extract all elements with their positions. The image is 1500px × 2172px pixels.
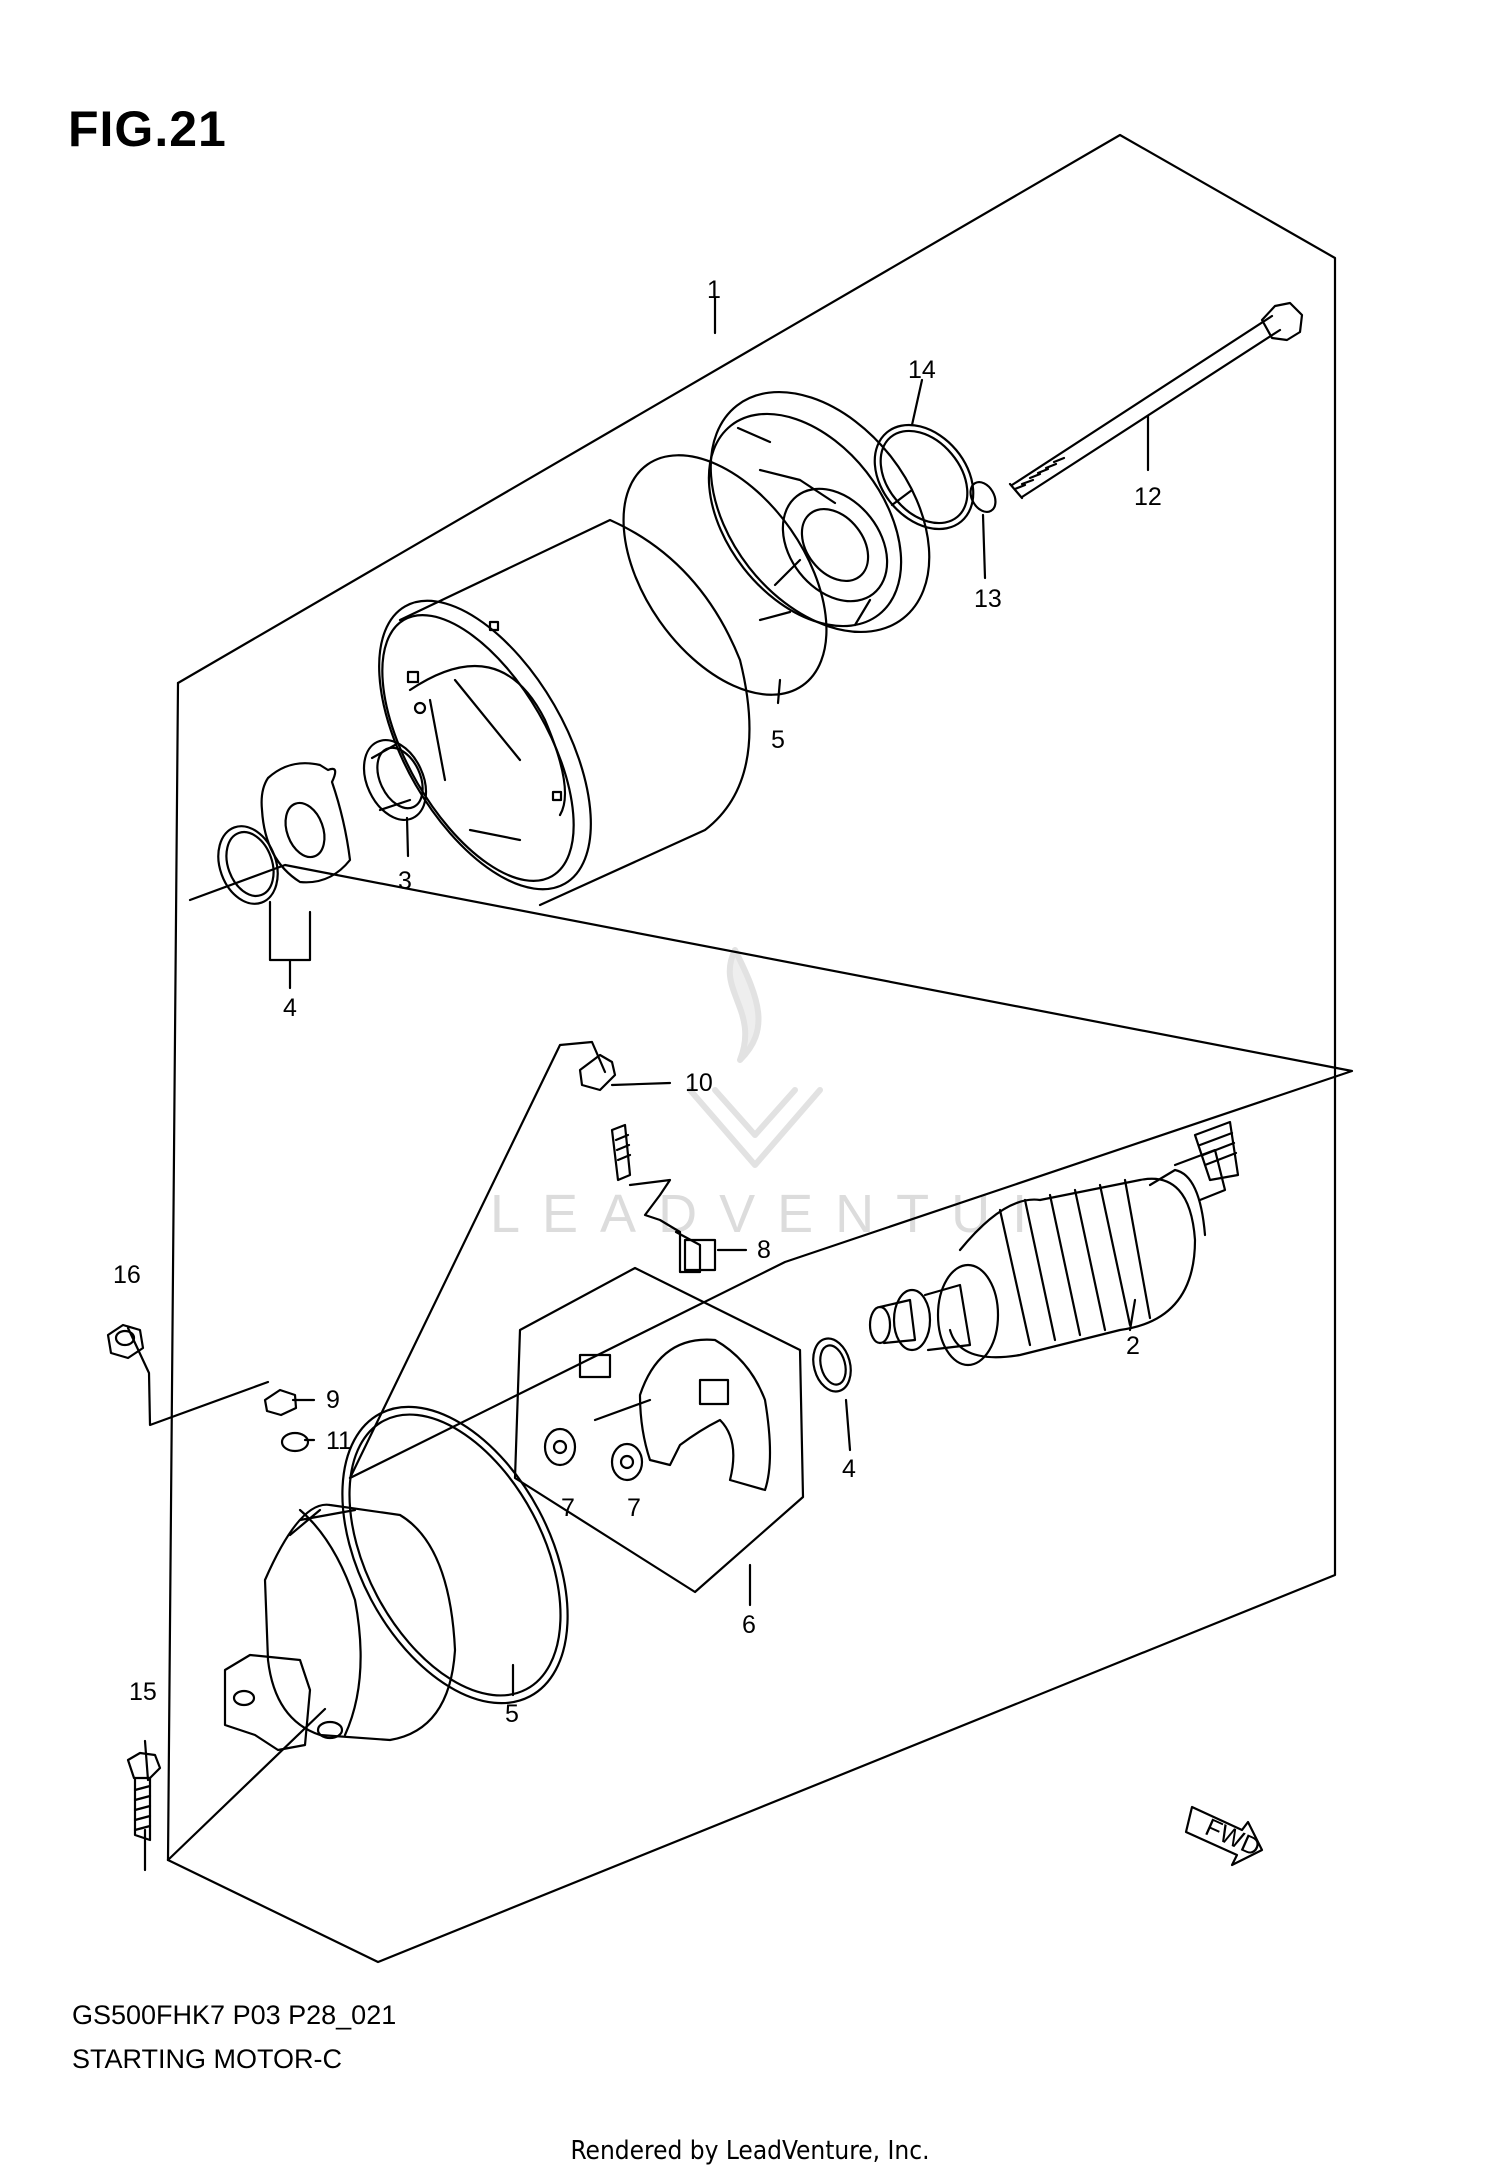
callout-7-a: 7 (561, 1494, 575, 1522)
callout-6: 6 (742, 1611, 756, 1639)
washer-11 (280, 1431, 310, 1453)
o-ring-5-upper (622, 454, 828, 696)
callout-7-b: 7 (627, 1494, 641, 1522)
callout-12: 12 (1134, 483, 1162, 511)
fwd-label: FWD (1201, 1813, 1264, 1862)
figure-title: FIG.21 (68, 101, 227, 157)
fwd-arrow-icon (1184, 1805, 1264, 1867)
leader-16 (126, 1326, 270, 1427)
spring-7a (543, 1427, 577, 1467)
leader-4b (844, 1398, 852, 1452)
washer-4-lower (812, 1337, 852, 1393)
end-cover-upper (707, 390, 931, 634)
callout-1: 1 (707, 276, 721, 304)
bolt-12 (1008, 301, 1304, 500)
spring-7b (610, 1442, 644, 1482)
callout-2: 2 (1126, 1332, 1140, 1360)
callout-9: 9 (326, 1386, 340, 1414)
leader-10 (610, 1081, 672, 1087)
callout-14: 14 (908, 356, 936, 384)
callout-5-lower: 5 (505, 1700, 519, 1728)
end-cover-lower (223, 1503, 457, 1752)
leader-13 (981, 513, 987, 580)
bearing-3 (362, 739, 428, 821)
bolt-15 (126, 1751, 162, 1842)
clip-10 (578, 1053, 617, 1092)
armature-2 (868, 1120, 1240, 1367)
leader-4a (268, 900, 312, 990)
callout-5-upper: 5 (771, 726, 785, 754)
o-ring-14 (873, 423, 975, 531)
callout-16: 16 (113, 1261, 141, 1289)
callout-labels: 1 14 12 13 5 3 4 10 8 16 9 11 2 4 7 7 6 … (113, 276, 1264, 1862)
motor-yoke (378, 518, 751, 907)
callout-11: 11 (326, 1427, 352, 1455)
callout-8: 8 (757, 1236, 771, 1264)
leader-14 (910, 378, 924, 427)
callout-4-lower: 4 (842, 1455, 856, 1483)
assembly-outline-upper (166, 133, 1337, 1964)
callout-10: 10 (685, 1069, 713, 1097)
brush-holder-box-6 (513, 1266, 805, 1594)
callout-15: 15 (129, 1678, 157, 1706)
figure-name: STARTING MOTOR-C (72, 2044, 342, 2074)
brush-holder-plate (578, 1338, 772, 1492)
brush-8 (610, 1123, 717, 1274)
leader-5a (776, 678, 782, 705)
leader-3 (405, 816, 410, 858)
callout-13: 13 (974, 585, 1002, 613)
assembly-outline-left (166, 681, 180, 1862)
watermark-text: LEADVENTUI (490, 1184, 1050, 1244)
watermark-logo (687, 947, 823, 1168)
leader-15 (143, 1739, 150, 1782)
nut-16 (106, 1323, 145, 1360)
shim-plate-4-upper (217, 762, 352, 905)
model-code: GS500FHK7 P03 P28_021 (72, 2000, 397, 2030)
o-ring-5-lower (341, 1405, 569, 1705)
render-credit: Rendered by LeadVenture, Inc. (570, 2136, 930, 2166)
callout-4-upper: 4 (283, 994, 297, 1022)
lower-section-plane (188, 863, 1354, 1480)
callout-3: 3 (398, 867, 412, 895)
nut-9 (263, 1388, 298, 1417)
